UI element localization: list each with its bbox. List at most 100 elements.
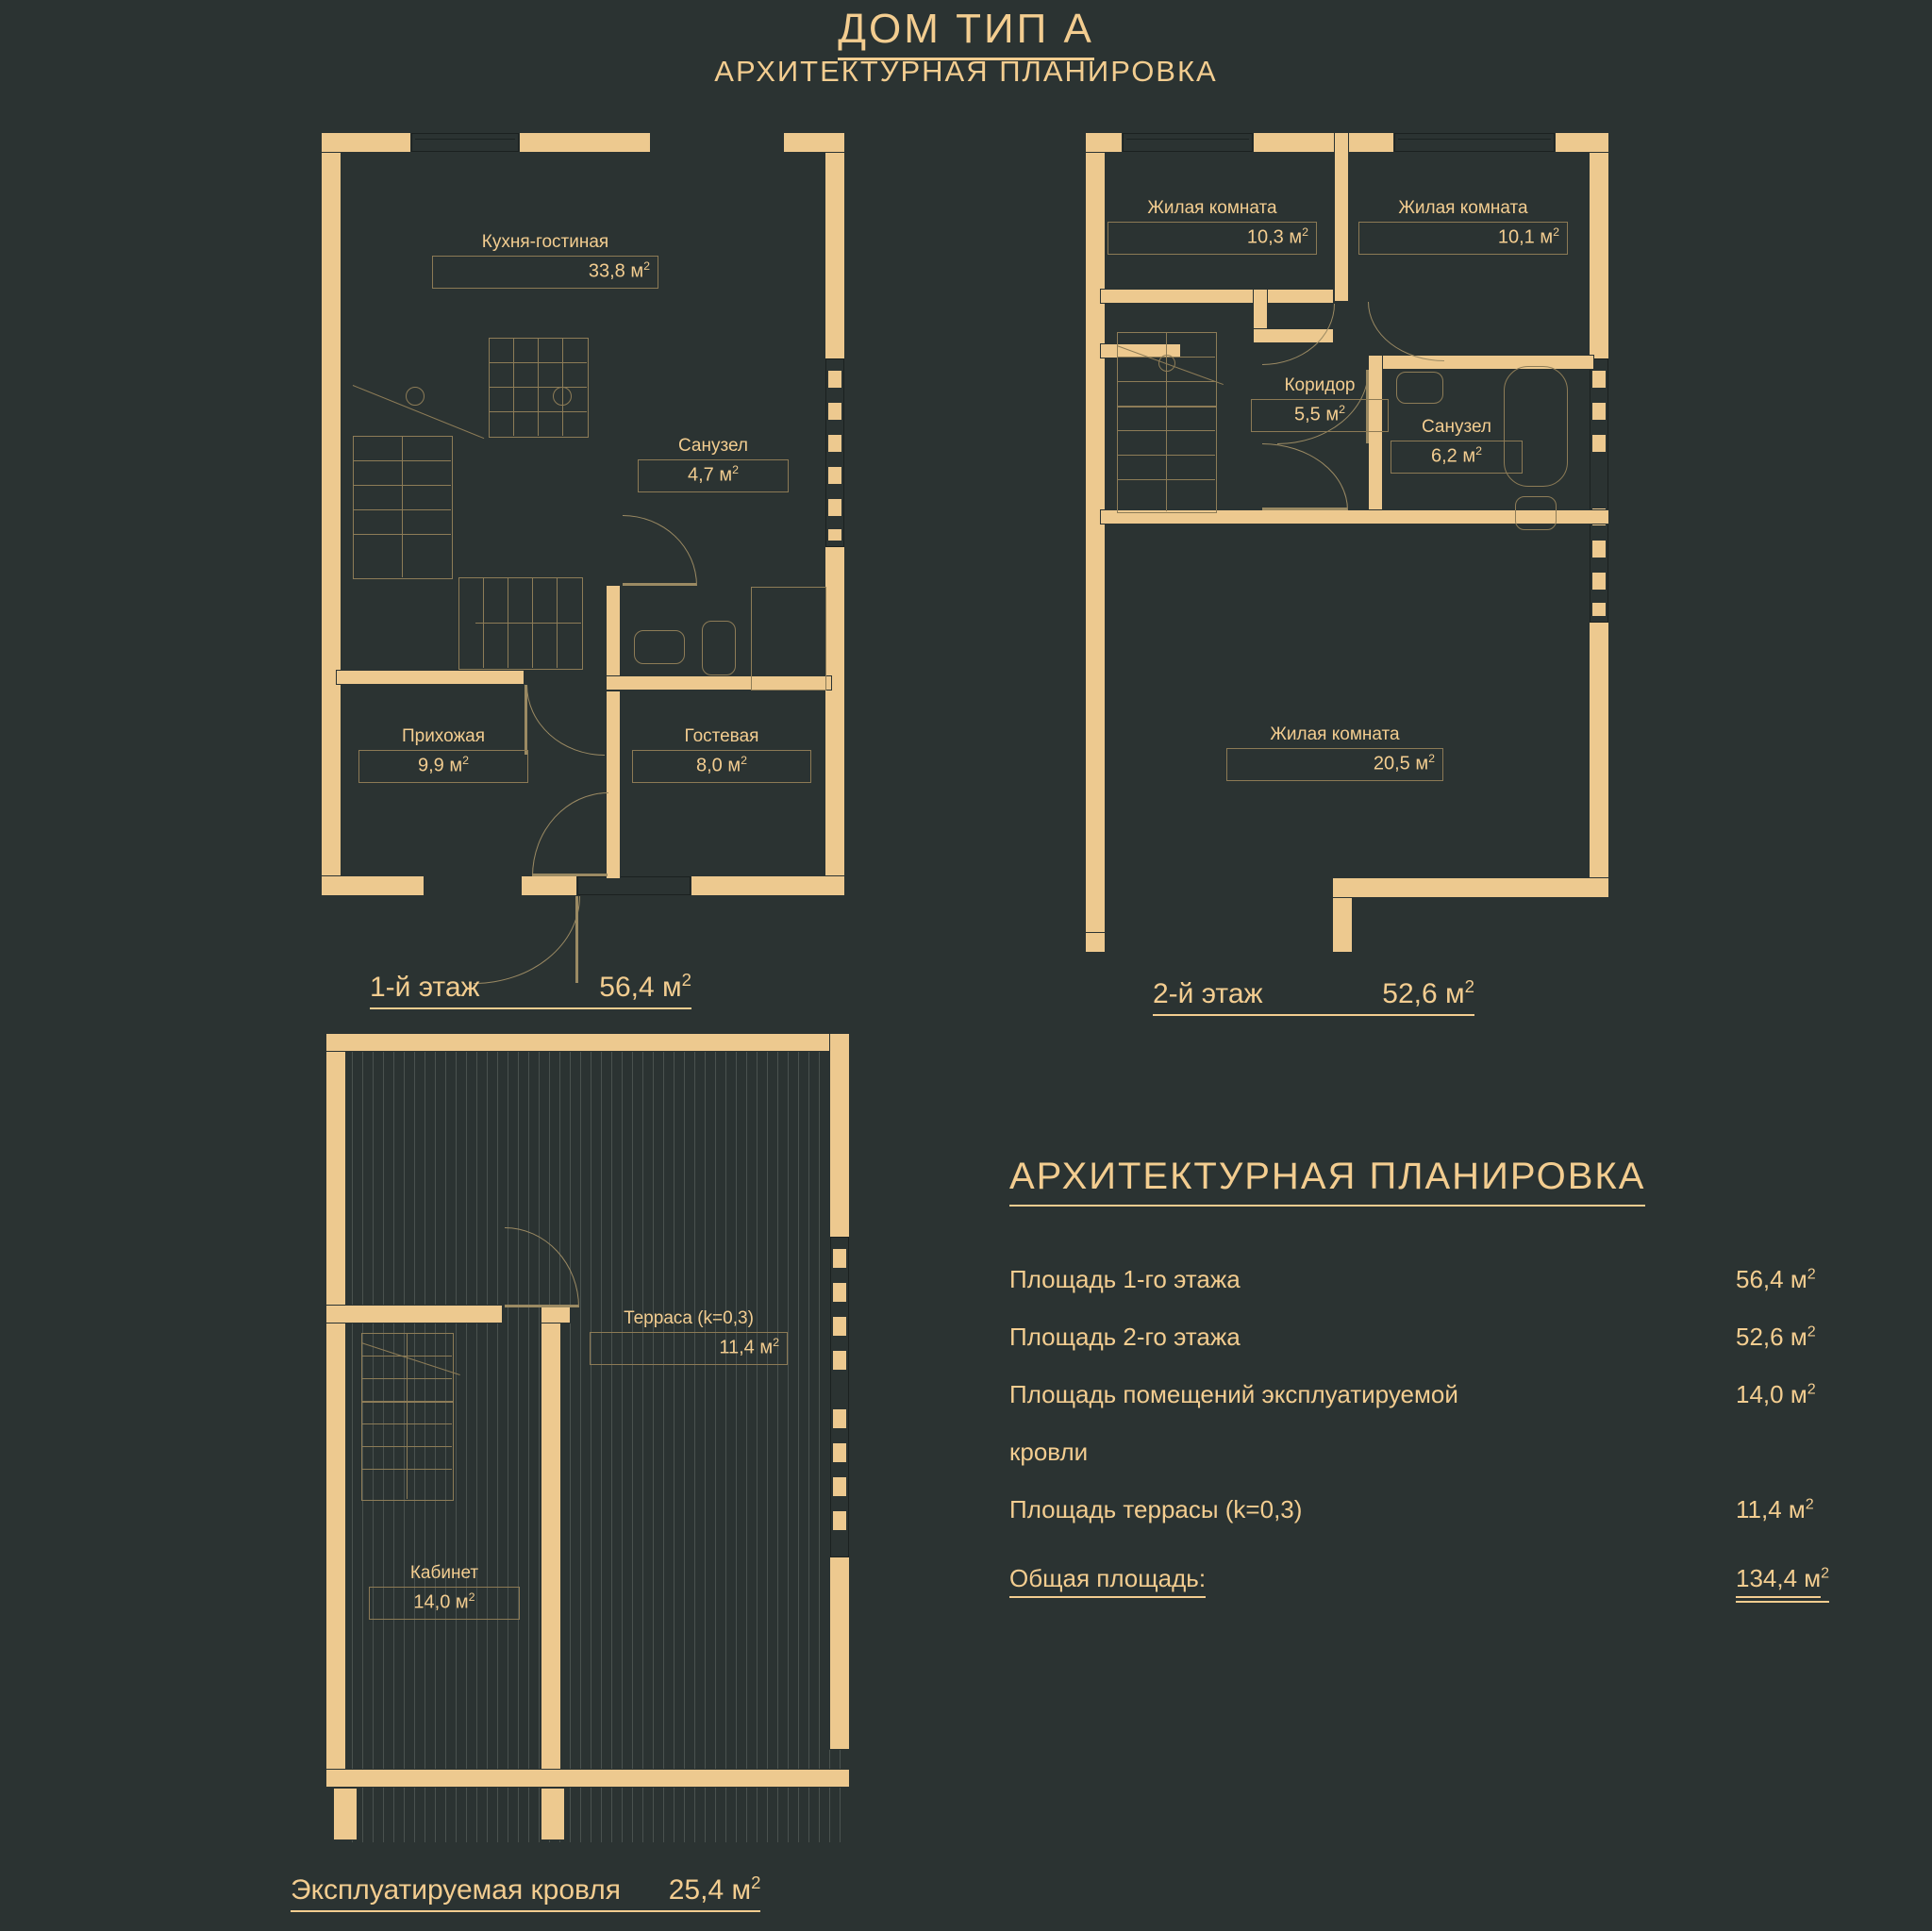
wall-exterior-left — [321, 132, 341, 896]
door-leaf-hall — [525, 685, 527, 755]
wall2-exterior-top-a — [1085, 132, 1123, 153]
room-area: 10,3 м2 — [1108, 222, 1317, 255]
floor-2-caption: 2-й этаж 52,6 м2 — [1153, 976, 1474, 1016]
summary-row-value: 56,4 м2 — [1736, 1265, 1816, 1293]
page-title: ДОМ ТИП А — [0, 6, 1932, 60]
floor-1-caption-name: 1-й этаж — [370, 972, 480, 1003]
window3-mullion-1 — [832, 1248, 847, 1269]
room-name: Кухня-гостиная — [481, 232, 609, 252]
room-name: Коридор — [1284, 375, 1356, 395]
summary-row-label: Площадь террасы (k=0,3) — [1009, 1495, 1303, 1523]
summary-row-label: Площадь 2-го этажа — [1009, 1323, 1241, 1351]
summary-title: АРХИТЕКТУРНАЯ ПЛАНИРОВКА — [1009, 1156, 1646, 1207]
room-label-office: Кабинет 14,0 м2 — [369, 1563, 520, 1620]
window2-mullion-7 — [1591, 602, 1607, 617]
floor-1-caption: 1-й этаж 56,4 м2 — [370, 970, 691, 1009]
room-label-terrace: Терраса (k=0,3) 11,4 м2 — [590, 1308, 788, 1365]
room-area: 4,7 м2 — [638, 459, 789, 492]
window3-mullion-4 — [832, 1350, 847, 1371]
floor-2-caption-area: 52,6 м — [1382, 978, 1465, 1009]
window2-top-left — [1123, 133, 1253, 152]
room-area: 33,8 м2 — [432, 256, 658, 289]
room-label-bedroom-2: Жилая комната 10,1 м2 — [1358, 198, 1568, 255]
roof-caption-name: Эксплуатируемая кровля — [291, 1874, 622, 1906]
shower-icon-floor1 — [751, 587, 826, 691]
wall2-exterior-bottom-a — [1085, 932, 1106, 953]
page-subtitle: АРХИТЕКТУРНАЯ ПЛАНИРОВКА — [714, 55, 1218, 88]
window2-mullion-2 — [1591, 402, 1607, 421]
summary-row-value: 52,6 м2 — [1736, 1323, 1816, 1351]
summary-row: Площадь террасы (k=0,3) 11,4 м2 — [1009, 1495, 1858, 1524]
floor-2-plan: Жилая комната 10,3 м2 Жилая комната 10,1… — [1085, 132, 1632, 962]
room-name: Кабинет — [409, 1563, 479, 1583]
wall2-bedroom2-bottom — [1368, 355, 1594, 370]
summary-total-label: Общая площадь: — [1009, 1564, 1736, 1598]
wall2-exterior-top-b — [1253, 132, 1394, 153]
door-leaf-guest — [532, 874, 608, 876]
room-label-corridor: Коридор 5,5 м2 — [1251, 375, 1389, 432]
window3-mullion-2 — [832, 1282, 847, 1303]
window2-mullion-3 — [1591, 434, 1607, 453]
room-name: Жилая комната — [1270, 724, 1400, 744]
wall3-pier-left — [333, 1788, 358, 1840]
window2-glass-left — [1126, 139, 1249, 140]
door3-leaf-office — [505, 1305, 578, 1307]
window3-mullion-7 — [832, 1476, 847, 1497]
door-guest-room — [532, 792, 608, 876]
summary-row: Площадь 2-го этажа 52,6 м2 — [1009, 1323, 1858, 1352]
room-name: Прихожая — [401, 726, 486, 746]
wall-interior-guest-left — [606, 691, 621, 879]
bathtub-icon-floor2 — [1504, 366, 1568, 487]
summary-row: Площадь 1-го этажа 56,4 м2 — [1009, 1265, 1858, 1294]
wall-exterior-bottom-a — [321, 875, 425, 896]
staircase-floor-2 — [1116, 332, 1353, 521]
wall3-exterior-top — [325, 1033, 850, 1052]
room-label-bathroom-f2: Санузел 6,2 м2 — [1391, 417, 1523, 474]
room-area: 9,9 м2 — [358, 750, 528, 783]
roof-plan: Терраса (k=0,3) 11,4 м2 Кабинет 14,0 м2 — [325, 1033, 891, 1844]
room-name: Терраса (k=0,3) — [624, 1308, 754, 1328]
roof-caption-area: 25,4 м — [668, 1874, 752, 1906]
wall-interior-bath-bottom — [606, 675, 832, 691]
wall3-office-top — [325, 1305, 503, 1323]
staircase-roof — [360, 1333, 541, 1503]
door-leaf-bathroom — [623, 583, 696, 586]
room-name: Санузел — [677, 436, 748, 456]
room-area: 6,2 м2 — [1391, 441, 1523, 474]
wall2-between-bedrooms — [1334, 132, 1349, 302]
page-title-text: ДОМ ТИП А — [838, 6, 1094, 60]
summary-row-label: Площадь помещений эксплуатируемой — [1009, 1380, 1458, 1408]
wall2-exterior-left — [1085, 132, 1106, 953]
wall2-corridor-bottom — [1100, 509, 1609, 524]
window-mullion-2 — [827, 402, 842, 421]
door-hall-to-kitchen — [526, 685, 605, 756]
room-label-bathroom-f1: Санузел 4,7 м2 — [638, 436, 789, 492]
window-mullion-4 — [827, 466, 842, 485]
wall2-bedroom1-bottom — [1100, 289, 1334, 304]
summary-total-value: 134,4 м2 — [1736, 1564, 1858, 1603]
wall3-exterior-left-top — [325, 1033, 346, 1316]
summary-row-label: кровли — [1009, 1438, 1089, 1466]
toilet-icon-floor2 — [1515, 496, 1557, 530]
room-name: Гостевая — [684, 726, 759, 746]
wall-exterior-bottom-b — [521, 875, 577, 896]
door2-leaf-living — [1262, 508, 1347, 510]
room-area: 11,4 м2 — [590, 1332, 788, 1365]
wall3-bottom — [325, 1769, 850, 1788]
window2-glass-right — [1398, 139, 1551, 140]
room-label-guest: Гостевая 8,0 м2 — [632, 726, 811, 783]
room-name: Жилая комната — [1147, 198, 1277, 218]
wall2-exterior-bottom-c — [1332, 877, 1609, 898]
wall-interior-bath-left — [606, 585, 621, 689]
window3-mullion-8 — [832, 1510, 847, 1531]
entry-door-opening — [577, 876, 691, 895]
floor-1-plan: Кухня-гостиная 33,8 м2 Санузел 4,7 м2 Пр… — [321, 132, 868, 984]
room-name: Санузел — [1421, 417, 1491, 437]
window-glass-line — [415, 139, 515, 140]
roof-caption: Эксплуатируемая кровля 25,4 м2 — [291, 1873, 761, 1912]
wall-exterior-bottom-c — [691, 875, 845, 896]
door-bathroom — [623, 515, 697, 586]
window-mullion-5 — [827, 498, 842, 517]
room-label-living: Жилая комната 20,5 м2 — [1226, 724, 1443, 781]
room-name: Жилая комната — [1398, 198, 1528, 218]
